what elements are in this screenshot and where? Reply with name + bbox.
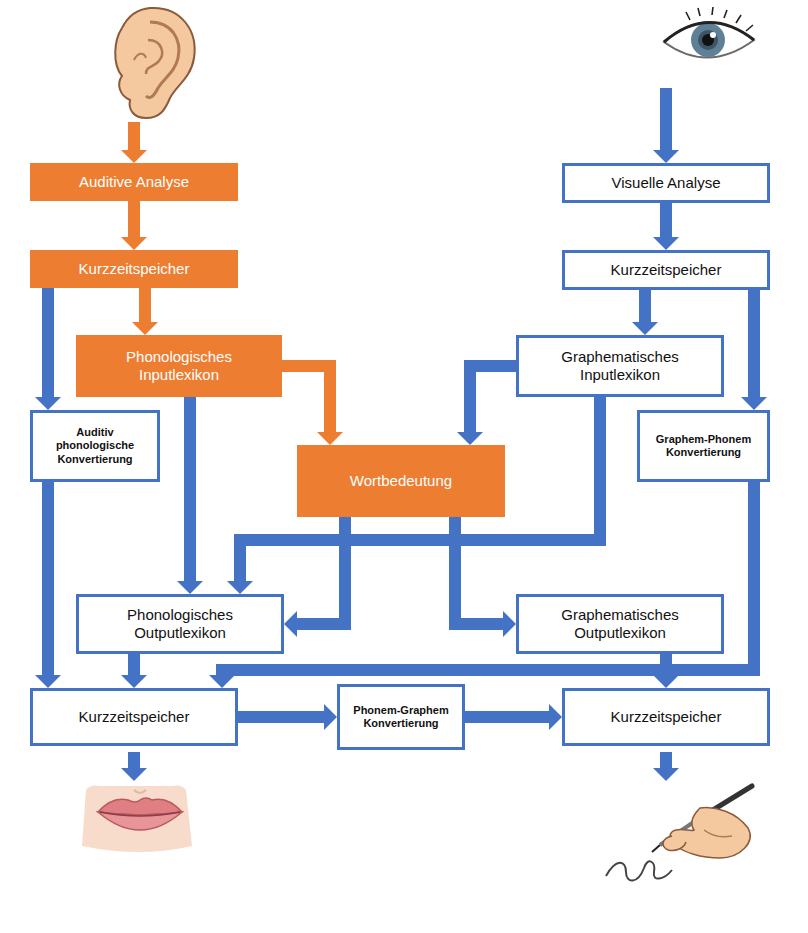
process-box: Phonem-Graphem Konvertierung [337,684,465,750]
process-box: Graphematisches Inputlexikon [516,335,724,397]
process-box: Graphem-Phonem Konvertierung [637,410,770,482]
highlighted-process-box: Phonologisches Inputlexikon [76,335,282,397]
box-label: Auditive Analyse [79,173,189,191]
highlighted-process-box: Auditive Analyse [30,163,238,201]
box-label: Graphem-Phonem Konvertierung [645,433,762,459]
box-label: Auditiv phonologische Konvertierung [38,426,152,466]
flow-arrow [470,366,516,432]
box-label: Phonologisches Outputlexikon [87,606,273,642]
box-label: Kurzzeitspeicher [611,261,722,279]
flow-arrow [184,397,196,581]
flow-arrow [240,397,600,581]
input-arrow [128,122,140,150]
flow-arrow [465,711,549,723]
box-label: Kurzzeitspeicher [611,708,722,726]
highlighted-process-box: Wortbedeutung [297,445,505,517]
flow-arrow [128,201,140,237]
process-box: Kurzzeitspeicher [562,250,770,290]
process-box: Auditiv phonologische Konvertierung [30,410,160,482]
output-arrow [128,752,140,768]
box-label: Kurzzeitspeicher [79,260,190,278]
flow-arrow [128,654,140,675]
flow-arrow [42,482,54,675]
process-box: Kurzzeitspeicher [30,688,238,746]
flow-arrow [748,290,760,397]
box-label: Graphematisches Outputlexikon [527,606,713,642]
flow-arrow [297,517,345,624]
flow-arrow [42,288,54,397]
box-label: Graphematisches Inputlexikon [527,348,713,384]
writing-hand-illustration [606,786,752,881]
box-label: Phonologisches Inputlexikon [86,348,272,384]
box-label: Wortbedeutung [350,472,452,490]
eye-illustration [664,7,754,58]
output-arrow [660,752,672,768]
ear-illustration [115,8,194,118]
flow-arrow [660,654,672,675]
flow-arrow [282,366,330,432]
flow-arrow [639,290,651,322]
flow-arrow [139,288,151,322]
input-arrow [660,88,672,150]
flow-arrow [455,517,503,624]
box-label: Kurzzeitspeicher [79,708,190,726]
box-label: Phonem-Graphem Konvertierung [345,704,457,730]
flow-arrow [238,711,324,723]
process-box: Kurzzeitspeicher [562,688,770,746]
box-label: Visuelle Analyse [612,174,721,192]
flow-arrow [660,203,672,237]
process-box: Phonologisches Outputlexikon [76,594,284,654]
process-box: Graphematisches Outputlexikon [516,594,724,654]
highlighted-process-box: Kurzzeitspeicher [30,250,238,288]
mouth-illustration [82,786,192,853]
process-box: Visuelle Analyse [562,163,770,203]
